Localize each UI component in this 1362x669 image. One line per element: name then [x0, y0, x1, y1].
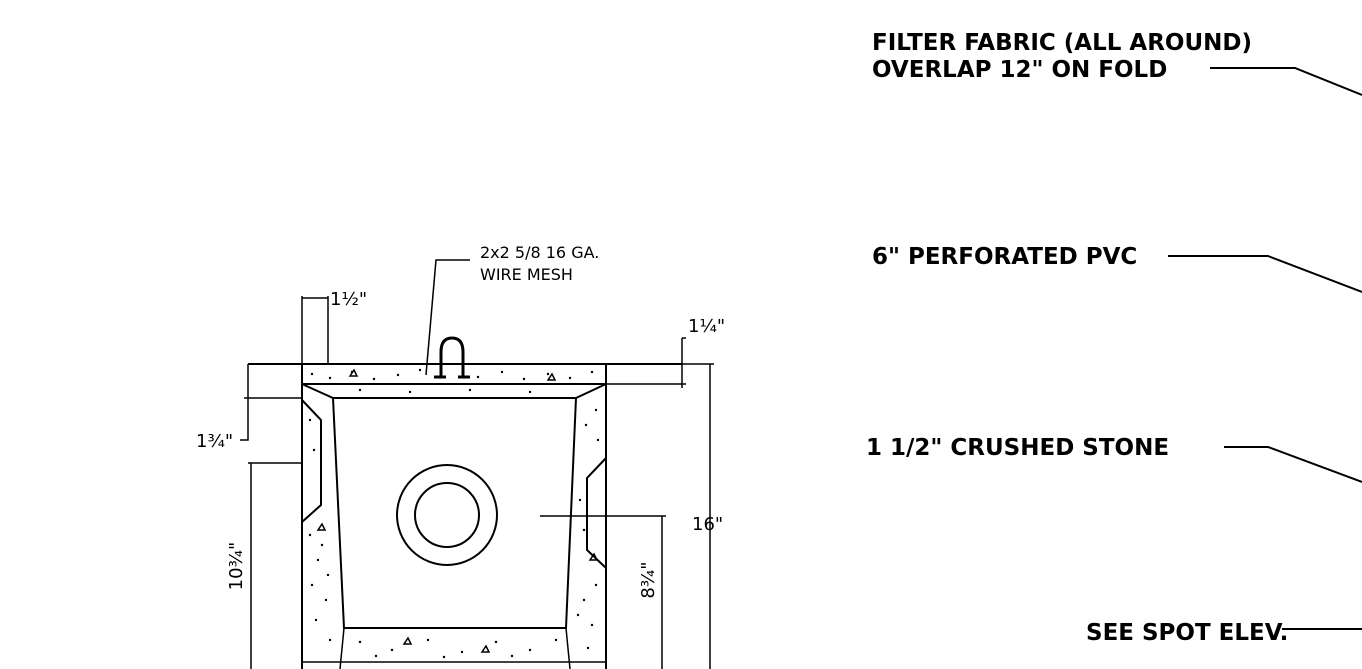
lid-seat-line [301, 383, 607, 399]
wire-mesh-handle [439, 336, 465, 377]
dim-overall-height: 16" [682, 363, 723, 669]
spot-elev-callout: SEE SPOT ELEV. [1086, 620, 1362, 646]
concrete-stipple [308, 368, 600, 659]
channel-left-foot [339, 627, 345, 669]
dim-lid-thickness: 1¼" [606, 316, 725, 388]
wire-mesh-label-line1: 2x2 5/8 16 GA. [480, 243, 599, 262]
dim-side-height: 10¾" [226, 462, 302, 669]
dim-top-wall: 1½" [301, 289, 367, 364]
dim-lid-thickness-label: 1¼" [688, 316, 725, 337]
dim-overall-height-label: 16" [692, 514, 723, 535]
crushed-stone-leader [1224, 446, 1362, 483]
wire-mesh-leader [425, 259, 470, 376]
filter-fabric-leader [1210, 67, 1362, 96]
dim-pipe-center-label: 8¾" [638, 561, 659, 598]
crushed-stone-label: 1 1/2" CRUSHED STONE [866, 435, 1169, 461]
dim-side-height-label: 10¾" [226, 542, 247, 591]
left-ledge-key [301, 399, 322, 523]
dim-ledge-height-label: 1¾" [196, 431, 233, 452]
inner-channel [332, 397, 577, 629]
wire-mesh-label-line2: WIRE MESH [480, 265, 573, 284]
filter-fabric-label-line2: OVERLAP 12" ON FOLD [872, 57, 1167, 83]
channel-right-foot [565, 627, 571, 669]
right-ledge-key [586, 457, 607, 569]
dim-top-wall-label: 1½" [330, 289, 367, 310]
perforated-pvc-label: 6" PERFORATED PVC [872, 244, 1137, 270]
spot-elev-label: SEE SPOT ELEV. [1086, 620, 1288, 646]
crushed-stone-callout: 1 1/2" CRUSHED STONE [866, 435, 1362, 483]
perforated-pvc-callout: 6" PERFORATED PVC [872, 244, 1362, 293]
dim-pipe-center: 8¾" [540, 515, 666, 669]
filter-fabric-label-line1: FILTER FABRIC (ALL AROUND) [872, 30, 1252, 56]
filter-fabric-callout: FILTER FABRIC (ALL AROUND) OVERLAP 12" O… [872, 30, 1362, 96]
wire-mesh-callout: 2x2 5/8 16 GA. WIRE MESH [425, 243, 599, 376]
pipe-outer-circle [396, 464, 498, 566]
drain-section [248, 336, 682, 669]
dim-ledge-height: 1¾" [196, 364, 302, 452]
perforated-pvc-leader [1168, 255, 1362, 293]
pipe-inner-circle [414, 482, 480, 548]
